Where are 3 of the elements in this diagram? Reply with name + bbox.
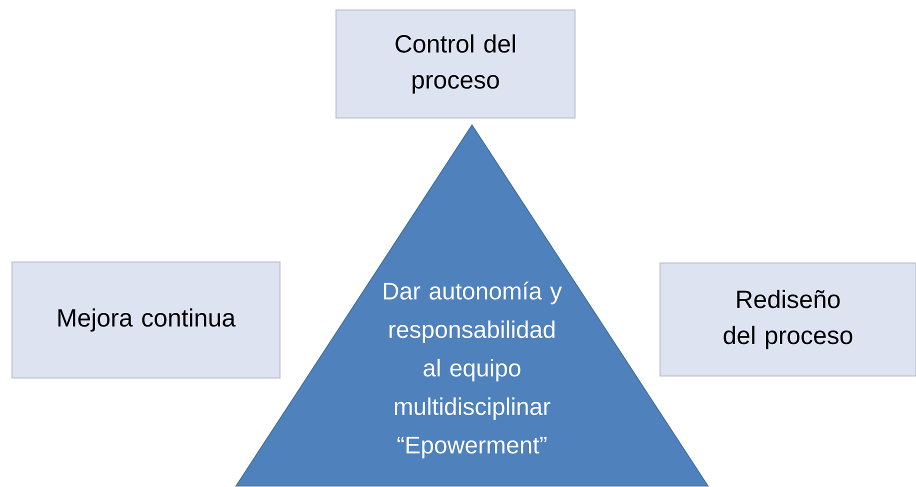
process-box: Control del proceso (336, 10, 576, 118)
process-box: Mejora continua (12, 262, 280, 378)
process-box: Rediseño del proceso (660, 262, 916, 376)
